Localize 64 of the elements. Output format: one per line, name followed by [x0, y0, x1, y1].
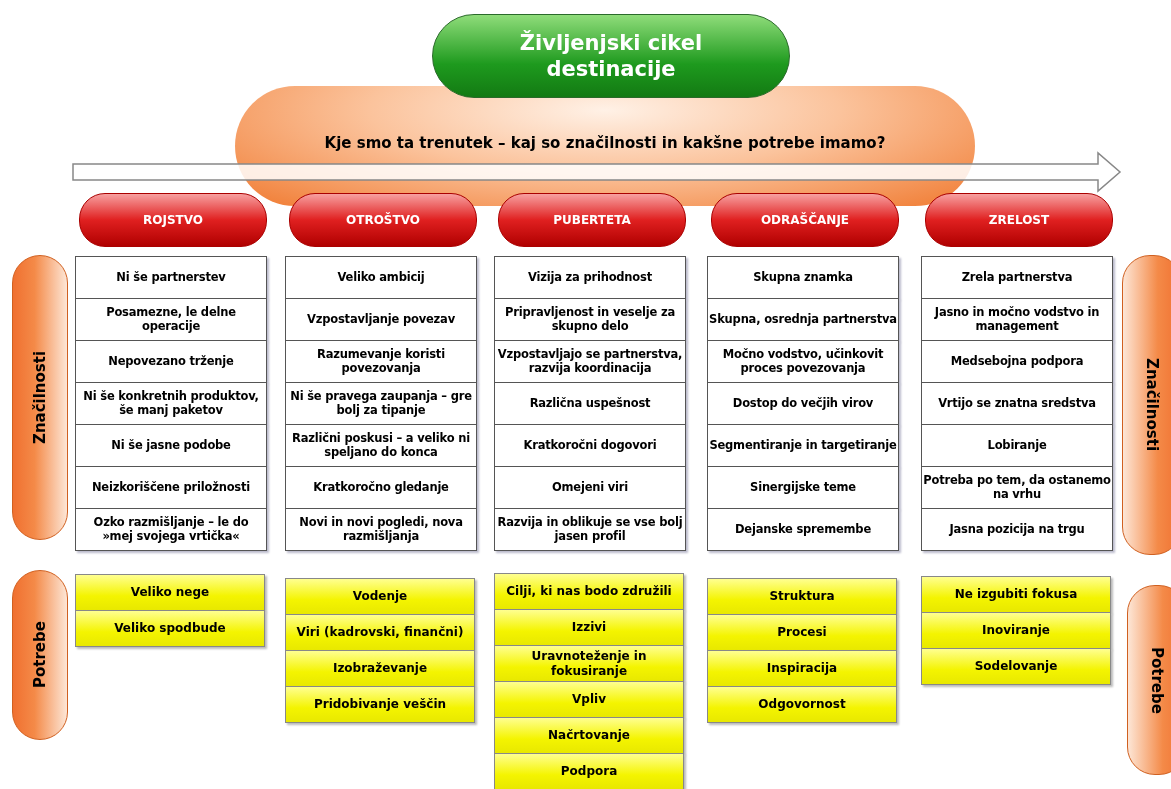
title-pill: Življenjski cikel destinacije [432, 14, 790, 98]
characteristic-cell: Dostop do večjih virov [707, 382, 899, 425]
characteristic-cell: Posamezne, le delne operacije [75, 298, 267, 341]
need-cell: Vodenje [285, 578, 475, 615]
stage-pill: PUBERTETA [498, 193, 686, 247]
characteristic-cell: Razumevanje koristi povezovanja [285, 340, 477, 383]
need-cell: Sodelovanje [921, 648, 1111, 685]
characteristic-cell: Razvija in oblikuje se vse bolj jasen profil [494, 508, 686, 551]
characteristic-cell: Nepovezano trženje [75, 340, 267, 383]
characteristic-cell: Pripravljenost in veselje za skupno delo [494, 298, 686, 341]
need-cell: Veliko nege [75, 574, 265, 611]
need-cell: Struktura [707, 578, 897, 615]
need-cell: Izobraževanje [285, 650, 475, 687]
characteristic-cell: Različna uspešnost [494, 382, 686, 425]
characteristic-cell: Ni še pravega zaupanja – gre bolj za tipanje [285, 382, 477, 425]
need-cell: Načrtovanje [494, 717, 684, 754]
need-cell: Inspiracija [707, 650, 897, 687]
characteristic-cell: Vizija za prihodnost [494, 256, 686, 299]
characteristic-cell: Skupna, osrednja partnerstva [707, 298, 899, 341]
need-cell: Vpliv [494, 681, 684, 718]
stage-pill: ZRELOST [925, 193, 1113, 247]
need-cell: Viri (kadrovski, finančni) [285, 614, 475, 651]
side-label-pill: Potrebe [12, 570, 68, 740]
side-label-pill: Značilnosti [1122, 255, 1171, 555]
need-cell: Odgovornost [707, 686, 897, 723]
need-cell: Cilji, ki nas bodo združili [494, 573, 684, 610]
need-cell: Inoviranje [921, 612, 1111, 649]
characteristic-cell: Kratkoročni dogovori [494, 424, 686, 467]
stage-pill: OTROŠTVO [289, 193, 477, 247]
characteristic-cell: Neizkoriščene priložnosti [75, 466, 267, 509]
characteristic-cell: Zrela partnerstva [921, 256, 1113, 299]
side-label-pill: Potrebe [1127, 585, 1171, 775]
side-label-pill: Značilnosti [12, 255, 68, 540]
characteristic-cell: Medsebojna podpora [921, 340, 1113, 383]
characteristic-cell: Ozko razmišljanje – le do »mej svojega vrtička« [75, 508, 267, 551]
characteristic-cell: Različni poskusi – a veliko ni speljano do konca [285, 424, 477, 467]
need-cell: Podpora [494, 753, 684, 789]
characteristic-cell: Lobiranje [921, 424, 1113, 467]
need-cell: Veliko spodbude [75, 610, 265, 647]
characteristic-cell: Segmentiranje in targetiranje [707, 424, 899, 467]
need-cell: Procesi [707, 614, 897, 651]
stage-pill: ROJSTVO [79, 193, 267, 247]
characteristic-cell: Skupna znamka [707, 256, 899, 299]
characteristic-cell: Vzpostavljanje povezav [285, 298, 477, 341]
characteristic-cell: Omejeni viri [494, 466, 686, 509]
stage-pill: ODRAŠČANJE [711, 193, 899, 247]
characteristic-cell: Močno vodstvo, učinkovit proces povezovanja [707, 340, 899, 383]
characteristic-cell: Ni še partnerstev [75, 256, 267, 299]
characteristic-cell: Jasno in močno vodstvo in management [921, 298, 1113, 341]
characteristic-cell: Vrtijo se znatna sredstva [921, 382, 1113, 425]
characteristic-cell: Novi in novi pogledi, nova razmišljanja [285, 508, 477, 551]
characteristic-cell: Dejanske spremembe [707, 508, 899, 551]
characteristic-cell: Sinergijske teme [707, 466, 899, 509]
need-cell: Ne izgubiti fokusa [921, 576, 1111, 613]
need-cell: Izzivi [494, 609, 684, 646]
characteristic-cell: Ni še jasne podobe [75, 424, 267, 467]
need-cell: Pridobivanje veščin [285, 686, 475, 723]
characteristic-cell: Ni še konkretnih produktov, še manj paketov [75, 382, 267, 425]
need-cell: Uravnoteženje in fokusiranje [494, 645, 684, 682]
characteristic-cell: Potreba po tem, da ostanemo na vrhu [921, 466, 1113, 509]
characteristic-cell: Kratkoročno gledanje [285, 466, 477, 509]
characteristic-cell: Jasna pozicija na trgu [921, 508, 1113, 551]
characteristic-cell: Veliko ambicij [285, 256, 477, 299]
characteristic-cell: Vzpostavljajo se partnerstva, razvija koordinacija [494, 340, 686, 383]
